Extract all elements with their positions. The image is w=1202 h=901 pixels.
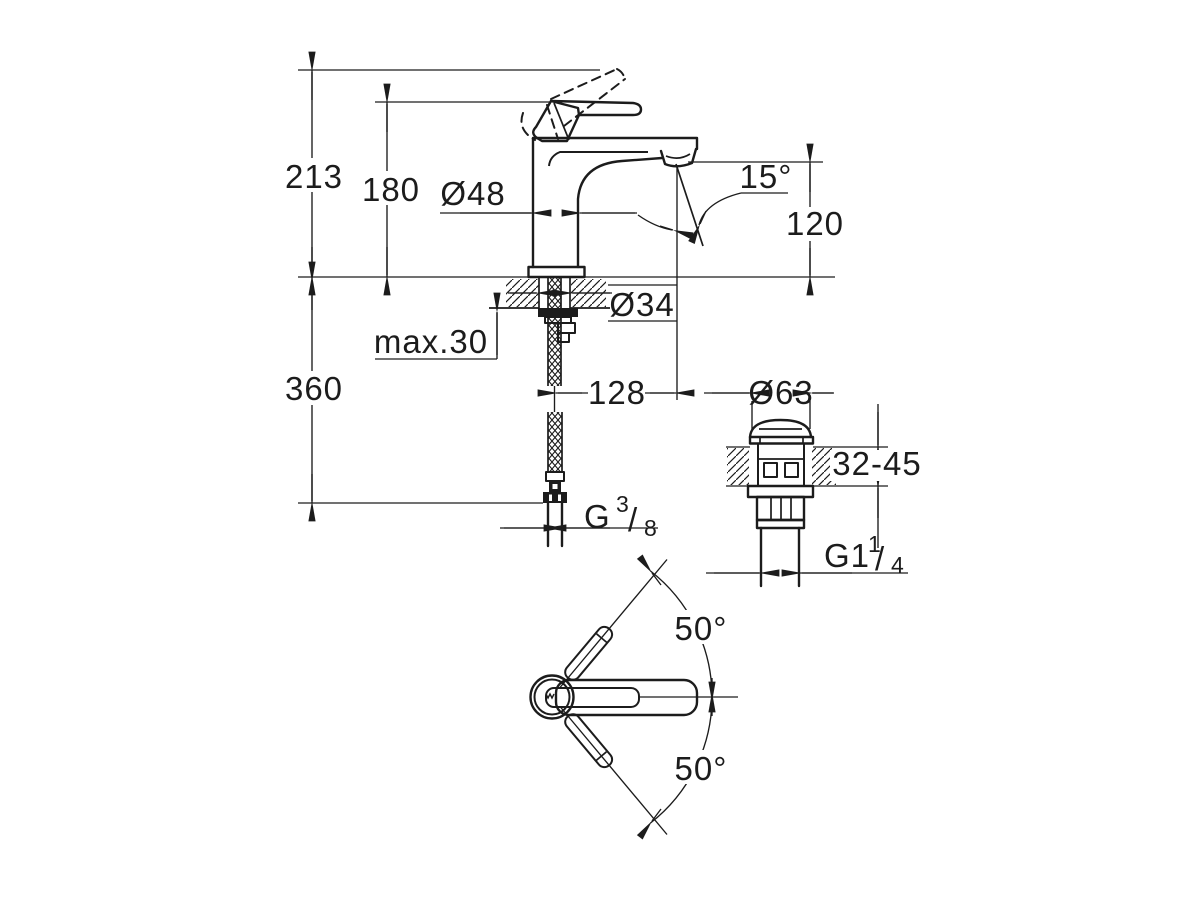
dim-drain-flange-diameter: Ø63	[748, 374, 813, 411]
deg15-leader-arc	[698, 192, 742, 226]
label-bg	[285, 371, 342, 405]
supply-thread-sup: 3	[616, 491, 629, 517]
dim-supply-thread: G 3 / 8	[584, 491, 657, 541]
drain-dome-cap	[748, 418, 813, 439]
dim-mounting-hole-diameter: Ø34	[609, 286, 674, 323]
label-bg	[830, 450, 923, 481]
raised-base-edge	[546, 104, 559, 140]
front-view: 213 180 Ø48 15° 120 Ø34 max.30 360 128 G…	[285, 51, 844, 548]
drain-collar	[755, 518, 806, 530]
hose-end-slot	[552, 484, 558, 489]
drain-thread-slash: /	[875, 540, 885, 577]
drain-locknut	[746, 484, 815, 499]
dim-max-deck-thickness: max.30	[374, 323, 488, 360]
body-accent-line	[548, 151, 648, 167]
dim-body-diameter: Ø48	[440, 175, 505, 212]
dim-swing-angle-upper: 50°	[675, 610, 728, 647]
dim-spout-angle: 15°	[740, 158, 793, 195]
swing-limit-line-lower	[559, 706, 668, 835]
spout-underside	[576, 156, 664, 269]
front-dimension-arrows	[308, 51, 814, 532]
dim-swing-angle-lower: 50°	[675, 750, 728, 787]
hose-connector-step	[557, 332, 570, 343]
drain-thread-sub: 4	[891, 552, 904, 578]
supply-thread-main: G	[584, 498, 611, 535]
body-plan-outer-circle	[529, 674, 575, 720]
handle-base-crease	[553, 102, 570, 141]
label-bg	[362, 171, 419, 205]
drain-thread-sup: 1	[868, 531, 881, 557]
drain-thread-main: G1	[824, 537, 870, 574]
label-bg	[588, 377, 645, 410]
body-plan-inner-circle	[533, 678, 571, 716]
flex-hose-braid	[548, 412, 562, 472]
aerator-inner-line	[665, 153, 691, 159]
supply-nut	[543, 492, 567, 503]
label-bg	[673, 750, 729, 784]
label-bg	[673, 610, 729, 644]
handle-base-wedge	[532, 99, 581, 143]
dim-spout-outlet-height: 120	[786, 205, 844, 242]
handle-lever	[549, 99, 643, 117]
arrow-deg15-right	[688, 210, 707, 245]
drain-window-right	[784, 462, 799, 478]
threaded-shank-braid	[548, 278, 561, 386]
water-stream-line	[675, 163, 704, 247]
top-view: 50° 50°	[529, 554, 738, 840]
supply-hose-assembly	[538, 278, 578, 548]
faucet-outline	[527, 99, 699, 279]
raised-lever-bottom	[563, 78, 626, 127]
drain-window-left	[763, 462, 778, 478]
drain-deck-hatch-left	[727, 448, 749, 485]
supply-nut-facet	[558, 494, 561, 501]
drain-view: Ø63 32-45 G1 1 / 4	[704, 374, 923, 588]
top-view-arrows	[636, 554, 716, 840]
base-plate	[527, 265, 586, 279]
dim-spout-reach: 128	[588, 374, 646, 411]
raised-lever-top	[550, 68, 618, 100]
dim-deck-thickness-range: 32-45	[832, 445, 921, 482]
body-silhouette	[531, 136, 699, 269]
hose-crimp-sleeve	[545, 471, 565, 482]
drain-structure	[726, 418, 888, 588]
logo-mark	[545, 692, 555, 700]
arrow-swing-lower-bottom	[636, 808, 662, 840]
handle-plan-inner	[545, 687, 640, 708]
supply-nut-facet	[549, 494, 552, 501]
mounting-nut	[538, 308, 578, 317]
arrow-deg15-left	[659, 225, 694, 240]
aerator	[659, 147, 698, 168]
label-bg	[786, 207, 843, 241]
arrow-swing-upper-top	[636, 554, 662, 586]
label-bg	[285, 158, 342, 192]
dim-drain-thread: G1 1 / 4	[824, 531, 904, 578]
supply-thread-sub: 8	[644, 515, 657, 541]
drain-dimension-arrows	[712, 389, 882, 577]
dim-height-to-handle: 180	[362, 171, 420, 208]
supply-thread-slash: /	[628, 501, 638, 538]
drain-flange	[748, 435, 815, 445]
dim-hose-length: 360	[285, 370, 343, 407]
swing-limit-line-upper	[559, 559, 668, 688]
raised-base-arc	[520, 112, 536, 141]
handle-raised-dashed	[520, 68, 626, 141]
raised-lever-tip	[616, 68, 626, 80]
dim-overall-height: 213	[285, 158, 343, 195]
